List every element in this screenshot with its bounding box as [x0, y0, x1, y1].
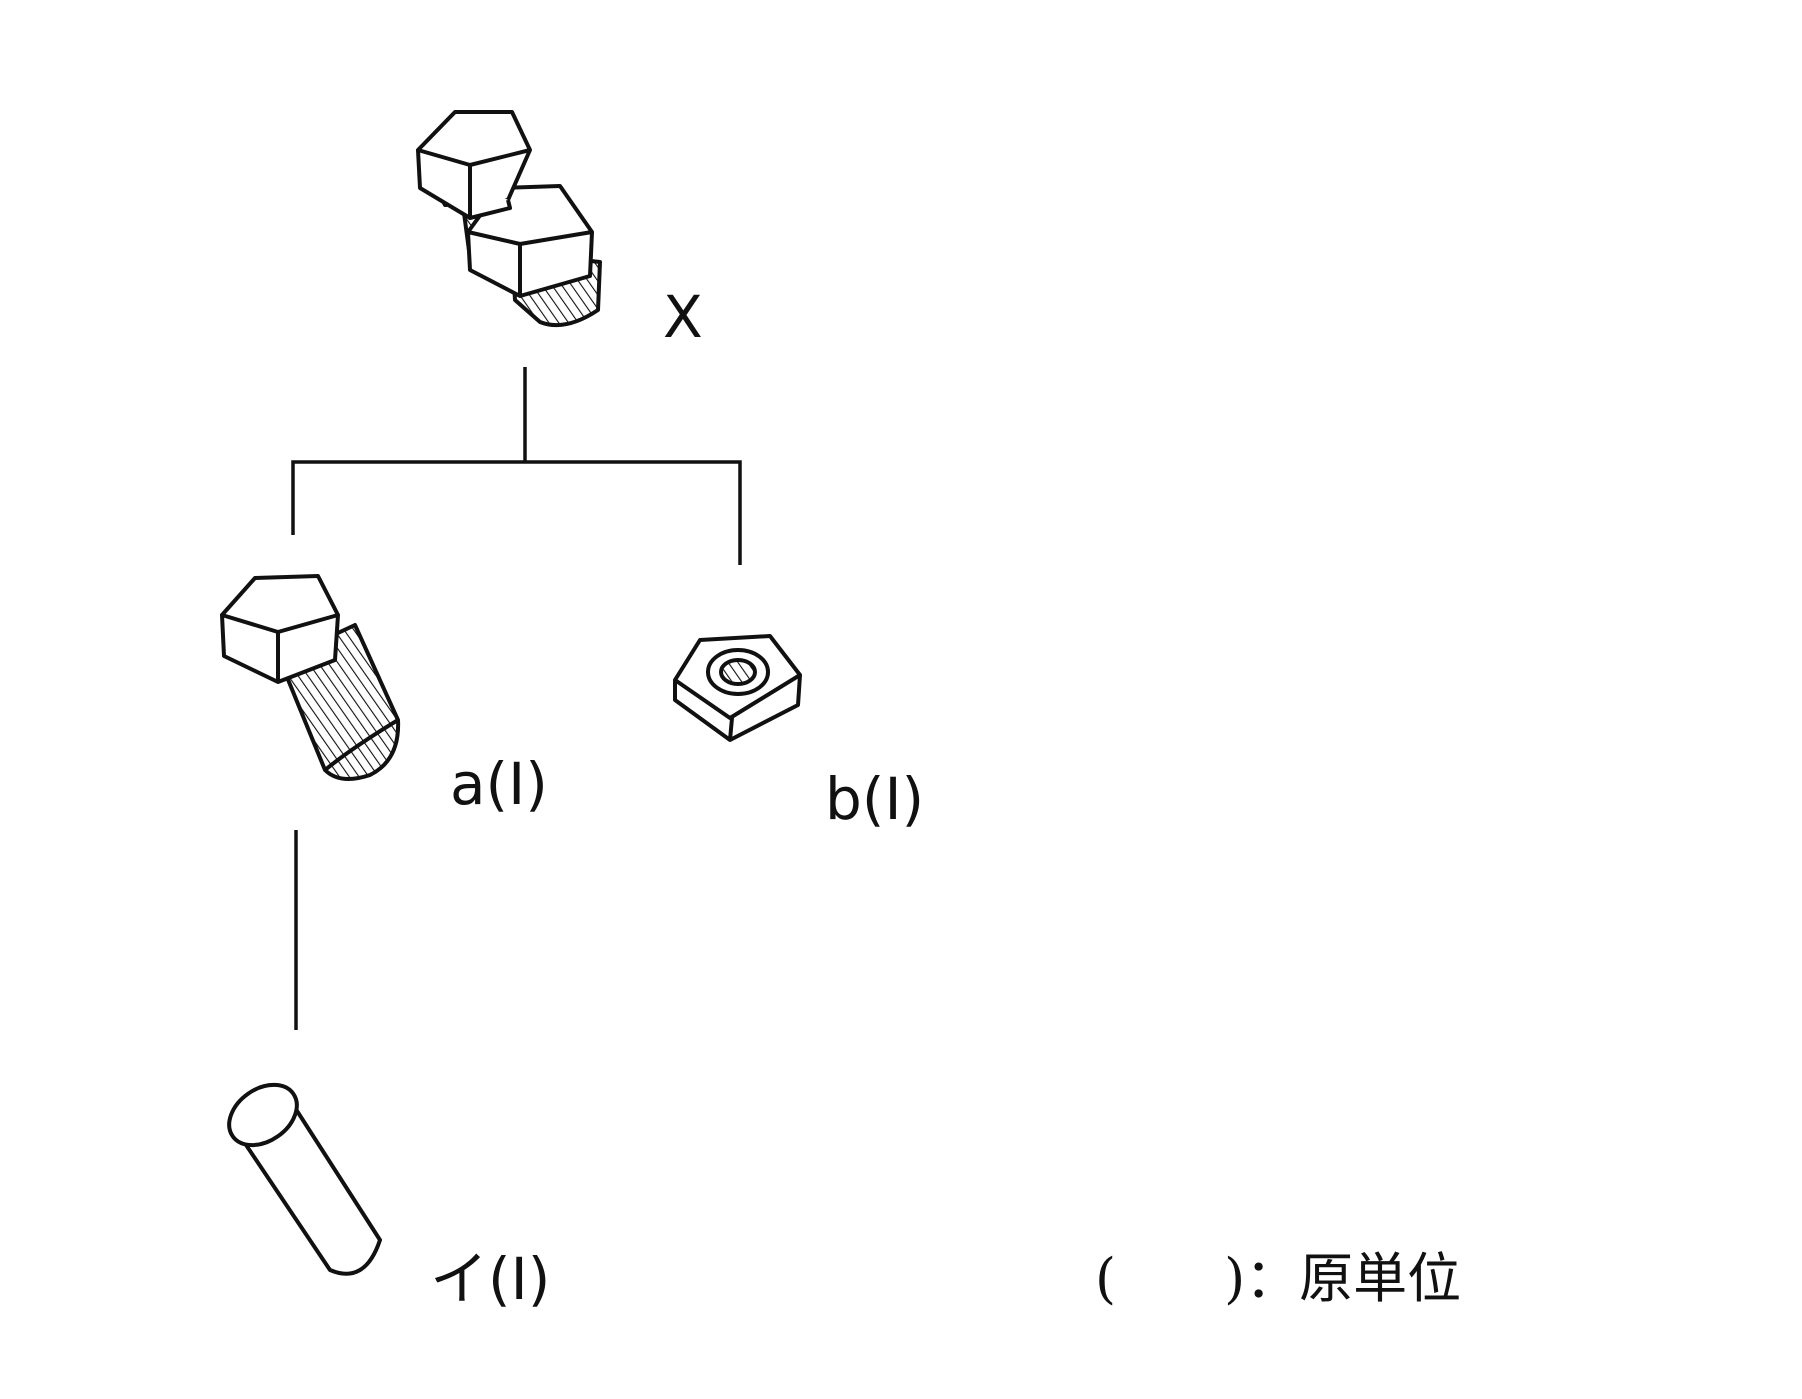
cylindrical-rod-icon — [227, 1082, 382, 1276]
legend: ( )：原単位 — [1095, 1252, 1461, 1306]
label-i: イ(I) — [430, 1245, 551, 1313]
bolt-nut-assembly-icon — [416, 110, 602, 328]
hex-nut-icon — [673, 634, 802, 742]
hex-bolt-icon — [220, 574, 401, 781]
connector-branch — [291, 460, 742, 565]
tree-connectors — [291, 367, 742, 1030]
legend-paren: ( ) — [1095, 1247, 1246, 1310]
label-a: a(I) — [450, 750, 548, 818]
legend-text: ：原単位 — [1245, 1247, 1462, 1310]
label-x: X — [663, 283, 703, 351]
label-b: b(I) — [825, 765, 925, 833]
